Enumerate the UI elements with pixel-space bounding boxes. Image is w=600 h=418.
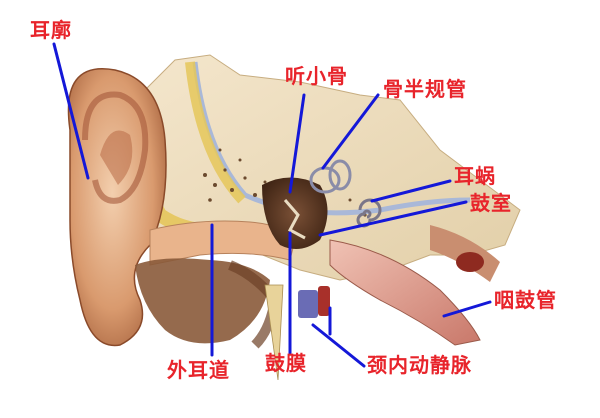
eustachian-tube-shape xyxy=(329,225,500,346)
lower-tissue xyxy=(135,258,284,381)
label-semicircular-canals: 骨半规管 xyxy=(383,77,467,101)
leader-tympanic-cavity xyxy=(318,200,468,237)
label-cochlea: 耳蜗 xyxy=(454,164,496,188)
leader-jugular xyxy=(311,323,366,368)
leader-cochlea xyxy=(370,179,452,203)
auricle-shape xyxy=(67,68,167,347)
label-ossicles: 听小骨 xyxy=(285,64,348,88)
label-internal-jugular: 颈内动静脉 xyxy=(367,353,472,377)
middle-ear xyxy=(262,177,328,249)
jugular-vessels xyxy=(298,286,330,318)
label-external-auditory-canal: 外耳道 xyxy=(167,358,230,382)
leader-auricle xyxy=(52,42,90,180)
label-tympanic-cavity: 鼓室 xyxy=(470,191,512,215)
leader-semicircular xyxy=(321,93,380,170)
label-eustachian-tube: 咽鼓管 xyxy=(494,288,557,312)
label-auricle: 耳廓 xyxy=(30,18,72,42)
leader-lines xyxy=(52,42,492,368)
leader-ossicles xyxy=(288,93,306,194)
leader-eustachian xyxy=(442,300,492,318)
label-tympanic-membrane: 鼓膜 xyxy=(265,351,307,375)
